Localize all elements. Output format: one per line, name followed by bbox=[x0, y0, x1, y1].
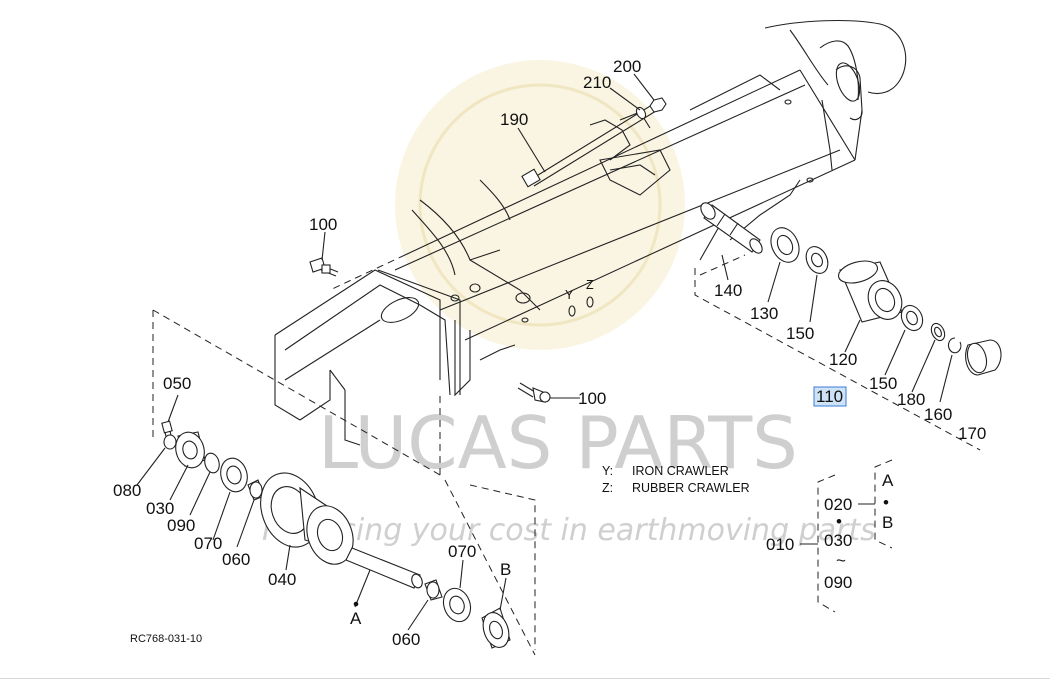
label-100-top: 100 bbox=[309, 215, 337, 234]
tree-tilde: ~ bbox=[836, 551, 846, 570]
part-number-labels: 190 210 200 100 100 140 130 150 120 150 … bbox=[113, 57, 986, 649]
label-140: 140 bbox=[714, 281, 742, 300]
label-090-a: 090 bbox=[167, 516, 195, 535]
watermark-brand: LUCAS PARTS bbox=[318, 401, 798, 485]
legend-z-text: RUBBER CRAWLER bbox=[632, 481, 750, 495]
label-200: 200 bbox=[613, 57, 641, 76]
label-150-a: 150 bbox=[786, 324, 814, 343]
label-070-a: 070 bbox=[194, 534, 222, 553]
adjuster-bolt-assembly bbox=[521, 97, 667, 188]
cover-030-b bbox=[481, 607, 511, 649]
label-050: 050 bbox=[163, 374, 191, 393]
label-030-a: 030 bbox=[146, 499, 174, 518]
cover-030-a bbox=[175, 431, 206, 469]
tree-b: B bbox=[882, 513, 893, 532]
bolt-100-a bbox=[309, 257, 339, 277]
label-110: 110 bbox=[816, 387, 843, 406]
watermark-tagline: Reducing your cost in earthmoving parts bbox=[262, 513, 876, 548]
label-060-b: 060 bbox=[392, 630, 420, 649]
marker-a-drawing: A bbox=[350, 609, 362, 628]
seal-070-b bbox=[442, 587, 472, 623]
tree-030: 030 bbox=[824, 531, 852, 550]
washer-150-b bbox=[900, 304, 924, 332]
label-160: 160 bbox=[924, 405, 952, 424]
label-080: 080 bbox=[113, 481, 141, 500]
cap-170 bbox=[965, 339, 1002, 376]
seal-070-a bbox=[220, 457, 248, 493]
collar-130 bbox=[770, 227, 800, 263]
bottom-divider bbox=[0, 678, 1050, 679]
label-190: 190 bbox=[500, 110, 528, 129]
drawing-code: RC768-031-10 bbox=[130, 633, 202, 645]
snap-ring-160 bbox=[947, 337, 962, 354]
drive-housing bbox=[764, 19, 907, 171]
o-ring-090-a bbox=[204, 452, 220, 474]
track-frame bbox=[394, 69, 856, 397]
marker-b-drawing: B bbox=[500, 560, 511, 579]
highlight-box-110 bbox=[813, 386, 847, 407]
crawler-legend: Y: IRON CRAWLER Z: RUBBER CRAWLER bbox=[602, 464, 750, 495]
label-120: 120 bbox=[829, 350, 857, 369]
legend-y-text: IRON CRAWLER bbox=[632, 464, 729, 478]
tree-a: A bbox=[882, 471, 894, 490]
tree-dot-1: • bbox=[836, 512, 842, 531]
marker-z: Z bbox=[586, 278, 594, 292]
nut-200 bbox=[649, 97, 667, 113]
washer-150-a bbox=[805, 246, 829, 274]
legend-y-key: Y: bbox=[602, 464, 613, 478]
label-060-a: 060 bbox=[222, 550, 250, 569]
reference-markers: A B Y Z bbox=[350, 278, 594, 628]
tree-dot-2: • bbox=[883, 493, 889, 512]
exploded-view-lines bbox=[152, 254, 981, 656]
marker-y: Y bbox=[565, 288, 574, 302]
tree-090: 090 bbox=[824, 573, 852, 592]
seal-080 bbox=[163, 434, 177, 450]
idler-wheel-040 bbox=[260, 472, 354, 565]
tree-010: 010 bbox=[766, 535, 794, 554]
label-040: 040 bbox=[268, 570, 296, 589]
watermark: LUCAS PARTS Reducing your cost in earthm… bbox=[262, 60, 876, 548]
tree-020: 020 bbox=[824, 495, 852, 514]
assembly-tree: 010 020 • 030 ~ 090 A • B bbox=[766, 459, 894, 613]
label-180: 180 bbox=[897, 390, 925, 409]
label-070-b: 070 bbox=[448, 542, 476, 561]
washer-210 bbox=[635, 106, 647, 120]
legend-z-key: Z: bbox=[602, 481, 613, 495]
label-130: 130 bbox=[750, 304, 778, 323]
label-210: 210 bbox=[583, 73, 611, 92]
label-170: 170 bbox=[958, 424, 986, 443]
o-ring-180 bbox=[930, 322, 946, 342]
label-150-b: 150 bbox=[869, 374, 897, 393]
label-100-mid: 100 bbox=[578, 389, 606, 408]
shaft-020 bbox=[345, 547, 423, 589]
bolt-100-b bbox=[517, 382, 551, 403]
idler-shaft-140 bbox=[700, 202, 763, 254]
frame-end-box bbox=[274, 269, 461, 446]
bushing-060-b bbox=[424, 579, 443, 601]
bushing-120 bbox=[837, 260, 903, 323]
leader-lines bbox=[136, 73, 953, 631]
bushing-060-a bbox=[247, 479, 265, 501]
